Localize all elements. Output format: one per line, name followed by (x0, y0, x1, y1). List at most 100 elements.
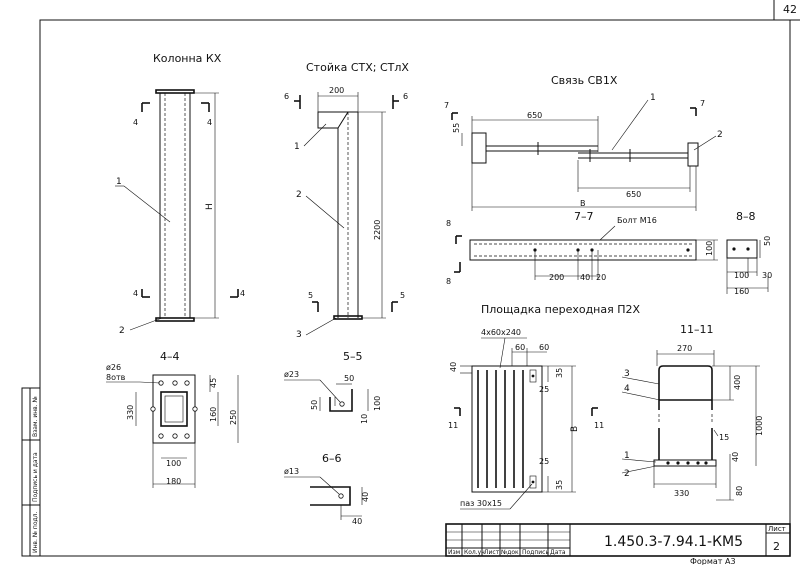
sec1111-callout-3: 3 (624, 369, 630, 379)
view-stoyka: Стойка СТХ; СТлХ 200 2200 6 6 5 5 1 2 3 (284, 61, 409, 340)
stamp-vzam-label: Взам. инв. № (32, 396, 39, 437)
tb-sheet-number: 2 (773, 540, 780, 553)
view-sec66: 6–6 ø13 40 40 (284, 452, 370, 526)
ploshchadka-dim-b: B (570, 426, 580, 432)
kolonna-callout-2: 2 (119, 326, 125, 336)
sec44-dim-180: 180 (166, 477, 181, 486)
stamp-sign-label: Подпись и дата (32, 452, 39, 502)
sec1111-callout-4: 4 (624, 384, 630, 394)
sec1111-dim-15: 15 (719, 433, 729, 442)
sec88-dim-30: 30 (762, 271, 772, 280)
sec44-dim-250: 250 (229, 410, 238, 425)
sec1111-dim-80: 80 (735, 486, 744, 496)
kolonna-mark-4c: 4 (133, 289, 138, 298)
svyaz-mark-7a: 7 (444, 101, 449, 110)
sec77-bolt-label: Болт М16 (617, 216, 657, 225)
view-sec44: 4–4 ø26 8отв 330 45 160 250 100 180 (106, 350, 239, 488)
view-sec77: 7–7 Болт М16 200 40 20 100 8 8 (446, 210, 718, 286)
view-title-sec1111: 11–11 (680, 323, 714, 336)
sec66-hole-label: ø13 (284, 467, 299, 476)
stamp-inv-label: Инв. № подл. (32, 512, 39, 553)
sec55-dim-50-left: 50 (310, 400, 319, 410)
view-title-stoyka: Стойка СТХ; СТлХ (306, 61, 409, 74)
sec55-dim-10: 10 (360, 414, 369, 424)
stoyka-mark-5a: 5 (308, 291, 313, 300)
svyaz-callout-1: 1 (650, 93, 656, 103)
sec77-mark-8b: 8 (446, 277, 451, 286)
svyaz-mark-7b: 7 (700, 99, 705, 108)
tb-header-izm: Изм (448, 549, 460, 556)
tb-header-data: Дата (550, 549, 566, 556)
kolonna-dim-h: H (205, 203, 215, 210)
sec1111-dim-1000: 1000 (755, 416, 764, 436)
sec1111-dim-270: 270 (677, 344, 692, 353)
svyaz-dim-650-bottom: 650 (626, 190, 641, 199)
sec44-hole-label: ø26 (106, 363, 121, 372)
stoyka-dim-2200: 2200 (373, 220, 382, 240)
ploshchadka-dim-25-bottom: 25 (539, 457, 549, 466)
sec77-mark-8a: 8 (446, 219, 451, 228)
sheet-frame: 42 (39, 0, 800, 557)
kolonna-mark-4d: 4 (240, 289, 245, 298)
ploshchadka-mark-11a: 11 (448, 421, 458, 430)
tb-sheet-label: Лист (768, 525, 786, 533)
ploshchadka-dim-60a: 60 (515, 343, 525, 352)
kolonna-mark-4b: 4 (207, 118, 212, 127)
tb-header-koluch: Кол.уч (464, 549, 485, 556)
stoyka-mark-5b: 5 (400, 291, 405, 300)
ploshchadka-top-note: 4х60х240 (481, 328, 521, 337)
ploshchadka-dim-40: 40 (449, 362, 458, 372)
tb-header-podpis: Подпись (522, 549, 549, 556)
tb-header-list: Лист (484, 549, 500, 556)
corner-sheet-number: 42 (783, 3, 797, 16)
ploshchadka-dim-60b: 60 (539, 343, 549, 352)
sec44-dim-160: 160 (209, 407, 218, 422)
sec77-dim-100: 100 (705, 241, 714, 256)
svyaz-dim-b: B (580, 199, 586, 208)
view-title-sec77: 7–7 (574, 210, 594, 223)
view-sec55: 5–5 ø23 50 50 100 10 (284, 350, 382, 424)
sec77-dim-20: 20 (596, 273, 606, 282)
stoyka-callout-1: 1 (294, 142, 300, 152)
sec66-dim-40-right: 40 (361, 492, 370, 502)
view-kolonna: Колонна КХ H 4 4 4 4 1 2 (115, 52, 245, 336)
ploshchadka-slot-note: паз 30х15 (460, 499, 502, 508)
ploshchadka-dim-35-top: 35 (555, 368, 564, 378)
sec77-dim-40: 40 (580, 273, 590, 282)
view-title-ploshchadka: Площадка переходная П2Х (481, 303, 640, 316)
view-ploshchadka: Площадка переходная П2Х 4х60х240 60 60 4… (448, 303, 640, 510)
sec44-dim-100: 100 (166, 459, 181, 468)
ploshchadka-mark-11b: 11 (594, 421, 604, 430)
view-title-sec55: 5–5 (343, 350, 363, 363)
sec55-dim-50-top: 50 (344, 374, 354, 383)
view-sec1111: 11–11 270 400 1000 15 40 80 330 (621, 323, 764, 501)
sec66-dim-40-bottom: 40 (352, 517, 362, 526)
sec1111-callout-2: 2 (624, 469, 630, 479)
sec88-dim-160: 160 (734, 287, 749, 296)
sec1111-dim-40: 40 (731, 452, 740, 462)
stoyka-callout-2: 2 (296, 190, 302, 200)
svyaz-callout-2: 2 (717, 130, 723, 140)
view-sec88: 8–8 100 30 160 50 (726, 210, 772, 296)
view-title-sec44: 4–4 (160, 350, 180, 363)
format-label: Формат А3 (690, 557, 736, 565)
view-svyaz: Связь СВ1Х 650 55 650 B 7 7 1 2 (444, 74, 723, 211)
sec44-dim-45: 45 (209, 378, 218, 388)
sec44-holes-count: 8отв (106, 373, 126, 382)
kolonna-callout-1: 1 (116, 177, 122, 187)
ploshchadka-dim-25-top: 25 (539, 385, 549, 394)
side-stamp: Инв. № подл. Подпись и дата Взам. инв. № (21, 387, 41, 557)
sec1111-dim-400: 400 (733, 375, 742, 390)
stoyka-callout-3: 3 (296, 330, 302, 340)
sec1111-callout-1: 1 (624, 451, 630, 461)
stoyka-mark-6a: 6 (284, 92, 289, 101)
view-title-svyaz: Связь СВ1Х (551, 74, 618, 87)
view-title-sec88: 8–8 (736, 210, 756, 223)
view-title-kolonna: Колонна КХ (153, 52, 222, 65)
sec88-dim-50: 50 (763, 236, 772, 246)
sec1111-dim-330: 330 (674, 489, 689, 498)
stoyka-mark-6b: 6 (403, 92, 408, 101)
svyaz-dim-55: 55 (452, 123, 461, 133)
sec44-dim-330: 330 (126, 405, 135, 420)
